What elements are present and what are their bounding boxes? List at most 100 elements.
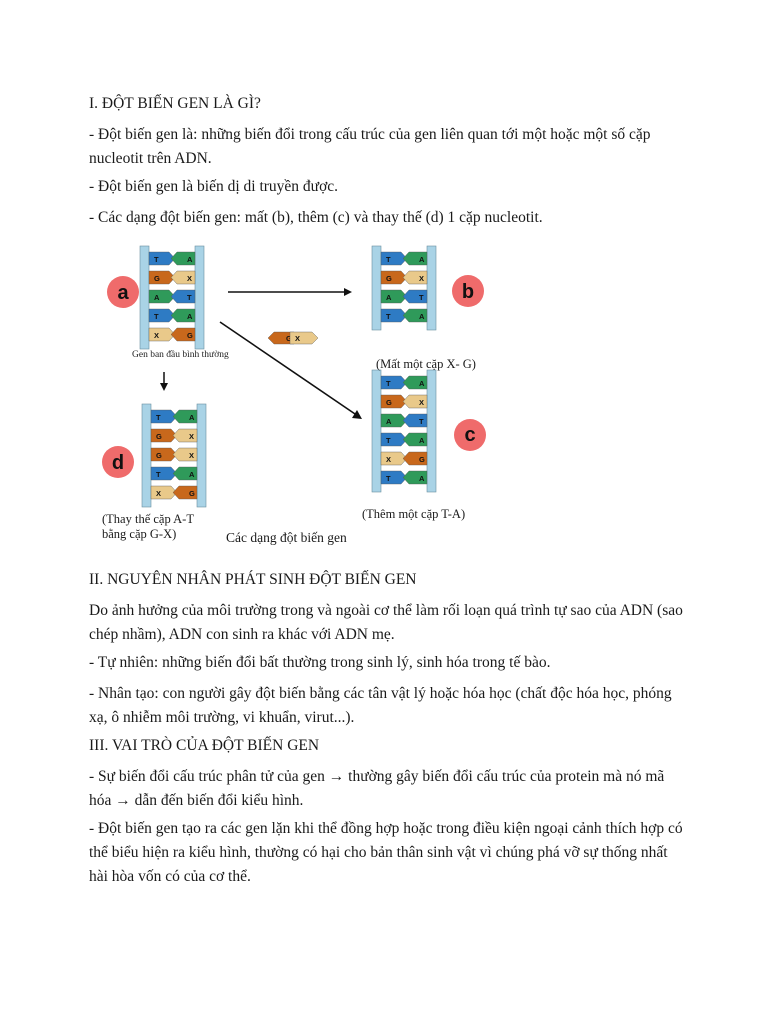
nucleotide-G	[380, 394, 408, 409]
base-letter: T	[187, 293, 192, 302]
arrow-head	[344, 288, 352, 296]
base-letter: X	[189, 432, 194, 441]
base-letter: T	[386, 312, 391, 321]
nucleotide-A	[172, 466, 198, 481]
paragraph: - Tự nhiên: những biến đổi bất thường tr…	[89, 654, 551, 671]
label-circle-a	[107, 276, 139, 308]
backbone-left	[371, 245, 382, 331]
base-letter: T	[386, 255, 391, 264]
caption-b: (Mất một cặp X- G)	[376, 357, 476, 371]
nucleotide-G	[150, 447, 178, 462]
nucleotide-X	[150, 485, 178, 500]
base-letter: A	[419, 474, 425, 483]
base-letter: G	[154, 274, 160, 283]
nucleotide-T	[380, 375, 408, 390]
backbone-right	[426, 369, 437, 493]
base-letter: T	[386, 436, 391, 445]
paragraph: - Nhân tạo: con người gây đột biến bằng …	[89, 685, 672, 726]
base-letter: X	[386, 455, 391, 464]
base-letter: A	[154, 293, 160, 302]
arrow-head	[352, 410, 362, 419]
base-letter: T	[386, 379, 391, 388]
base-letter: A	[419, 312, 425, 321]
base-letter: A	[386, 293, 392, 302]
base-letter: G	[386, 398, 392, 407]
base-letter: X	[189, 451, 194, 460]
label-circle-d	[102, 446, 134, 478]
nucleotide-T	[380, 432, 408, 447]
nucleotide-T	[380, 251, 408, 266]
label-d: d	[112, 452, 124, 474]
base-letter: X	[154, 331, 159, 340]
nucleotide-G	[148, 270, 176, 285]
backbone-left	[371, 369, 382, 493]
nucleotide-A	[170, 308, 196, 323]
base-letter: A	[189, 470, 195, 479]
label-c: c	[464, 424, 475, 446]
base-letter: A	[187, 312, 193, 321]
base-letter: G	[419, 455, 425, 464]
caption-d-line2: bằng cặp G-X)	[102, 527, 176, 541]
nucleotide-A	[402, 470, 428, 485]
label-circle-b	[452, 275, 484, 307]
caption-a: Gen ban đầu bình thường	[132, 349, 229, 360]
base-letter: X	[156, 489, 161, 498]
nucleotide-T	[150, 466, 178, 481]
nucleotide-T	[148, 251, 176, 266]
base-letter: G	[156, 451, 162, 460]
paragraph: - Sự biến đổi cấu trúc phân tử của gen →…	[89, 768, 665, 809]
base-letter: X	[419, 274, 424, 283]
nucleotide-A	[170, 251, 196, 266]
base-letter: G	[386, 274, 392, 283]
backbone-right	[194, 245, 205, 350]
section-2-heading: II. NGUYÊN NHÂN PHÁT SINH ĐỘT BIẾN GEN	[89, 571, 417, 588]
nucleotide-X	[380, 451, 408, 466]
label-b: b	[462, 281, 474, 303]
section-3-heading: III. VAI TRÒ CỦA ĐỘT BIẾN GEN	[89, 737, 320, 754]
section-1-heading: I. ĐỘT BIẾN GEN LÀ GÌ?	[89, 95, 261, 112]
nucleotide-G	[172, 485, 198, 500]
base-letter: T	[156, 413, 161, 422]
base-letter: X	[419, 398, 424, 407]
paragraph: - Đột biến gen là biến dị di truyền được…	[89, 178, 339, 195]
base-letter: X	[187, 274, 192, 283]
backbone-left	[141, 403, 152, 508]
nucleotide-A	[402, 308, 428, 323]
nucleotide-X	[289, 331, 319, 345]
backbone-right	[426, 245, 437, 331]
arrow-head	[160, 383, 168, 391]
backbone-left	[139, 245, 150, 350]
nucleotide-X	[148, 327, 176, 342]
base-letter: A	[419, 379, 425, 388]
nucleotide-A	[380, 413, 408, 428]
nucleotide-T	[380, 470, 408, 485]
nucleotide-T	[148, 308, 176, 323]
caption-d-line1: (Thay thế cặp A-T	[102, 512, 194, 526]
nucleotide-G	[170, 327, 196, 342]
paragraph: - Các dạng đột biến gen: mất (b), thêm (…	[89, 209, 543, 226]
base-letter: A	[419, 255, 425, 264]
base-letter: G	[187, 331, 193, 340]
base-letter: A	[386, 417, 392, 426]
figure-title: Các dạng đột biến gen	[226, 530, 347, 545]
base-letter: G	[189, 489, 195, 498]
nucleotide-X	[402, 270, 428, 285]
base-letter: A	[187, 255, 193, 264]
nucleotide-T	[150, 409, 178, 424]
nucleotide-G	[380, 270, 408, 285]
label-a: a	[117, 282, 129, 304]
nucleotide-X	[170, 270, 196, 285]
base-letter: A	[419, 436, 425, 445]
nucleotide-A	[172, 409, 198, 424]
base-letter: T	[154, 312, 159, 321]
backbone-right	[196, 403, 207, 508]
base-letter: G	[156, 432, 162, 441]
nucleotide-A	[402, 432, 428, 447]
base-letter: T	[156, 470, 161, 479]
